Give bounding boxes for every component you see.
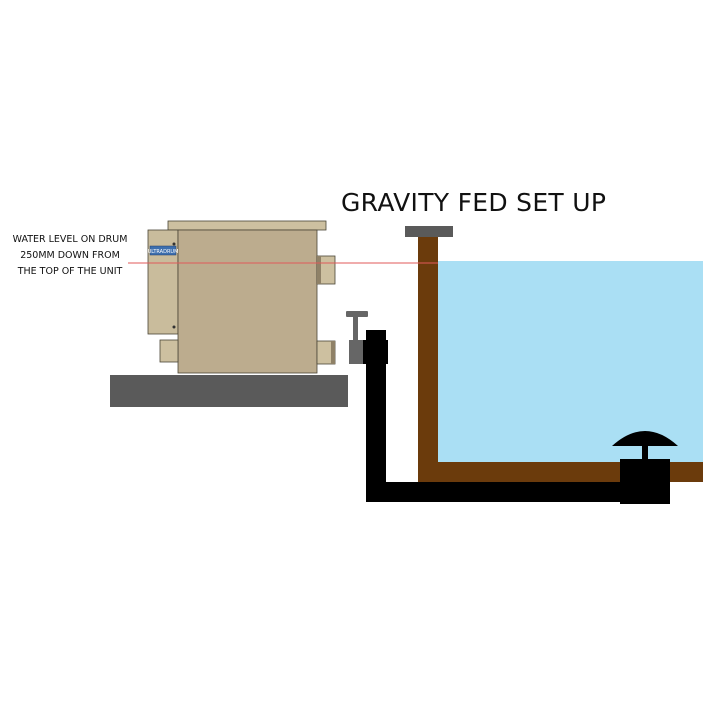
unit-lid xyxy=(167,220,327,231)
pipe-elbow-top xyxy=(360,340,388,364)
unit-screw-top xyxy=(172,242,176,246)
pond-wall-cap xyxy=(405,226,453,237)
unit-badge xyxy=(149,245,177,256)
bottom-drain-body xyxy=(620,459,670,504)
pond-wall-left xyxy=(418,234,438,482)
unit-screw-bottom xyxy=(172,325,176,329)
water-level-label-line-2: 250MM DOWN FROM xyxy=(20,250,120,261)
unit-back-panel xyxy=(147,229,179,335)
bottom-drain-stem xyxy=(642,444,648,460)
unit-inlet-left xyxy=(159,339,179,363)
gate-valve-icon xyxy=(346,311,368,317)
drum-unit: ULTRADRUM xyxy=(147,220,336,374)
unit-body xyxy=(177,229,318,374)
valve-body xyxy=(349,340,363,364)
water-level-label-line-1: WATER LEVEL ON DRUM xyxy=(12,234,128,245)
water-level-label: WATER LEVEL ON DRUM 250MM DOWN FROM THE … xyxy=(6,232,134,280)
unit-badge-text: ULTRADRUM xyxy=(148,249,179,255)
unit-outlet-top-flange xyxy=(317,256,321,284)
valve-stem xyxy=(353,316,358,340)
water-level-label-line-3: THE TOP OF THE UNIT xyxy=(17,266,123,277)
pond-water xyxy=(438,261,703,463)
unit-outlet-bottom-flange xyxy=(331,341,335,364)
base-platform xyxy=(110,375,348,407)
diagram-title: GRAVITY FED SET UP xyxy=(341,188,607,217)
bottom-drain-dome-icon xyxy=(612,431,678,446)
